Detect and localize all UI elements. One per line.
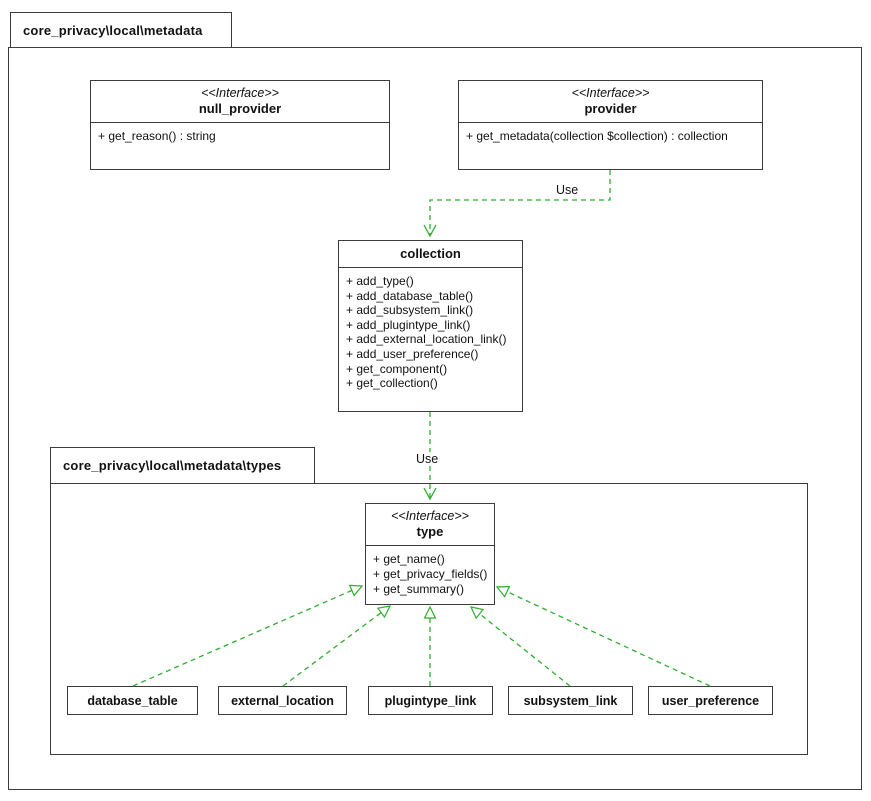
use-label-collection-type: Use (414, 452, 441, 466)
stereotype-label: <<Interface>> (201, 86, 279, 100)
class-box-user-preference: user_preference (648, 686, 773, 715)
class-name: subsystem_link (523, 693, 618, 708)
method-list-type: + get_name() + get_privacy_fields() + ge… (366, 546, 494, 603)
class-name: database_table (87, 693, 178, 708)
class-box-provider: <<Interface>> provider + get_metadata(co… (458, 80, 763, 170)
method-item: + get_name() (373, 552, 445, 566)
class-name: null_provider (198, 101, 282, 116)
method-item: + get_privacy_fields() (373, 567, 488, 581)
package-body-metadata (8, 47, 862, 790)
class-name: provider (584, 101, 637, 116)
method-list-null-provider: + get_reason() : string (91, 123, 389, 150)
method-item: + get_metadata(collection $collection) :… (466, 129, 728, 143)
class-box-external-location: external_location (218, 686, 347, 715)
class-box-database-table: database_table (67, 686, 198, 715)
method-item: + add_user_preference() (346, 346, 479, 361)
method-item: + add_external_location_link() (346, 332, 507, 347)
method-item: + add_type() (346, 274, 414, 288)
method-item: + get_reason() : string (98, 129, 216, 143)
class-name: collection (400, 246, 461, 261)
stereotype-label: <<Interface>> (391, 509, 469, 523)
class-box-plugintype-link: plugintype_link (368, 686, 493, 715)
package-label-metadata: core_privacy\local\metadata (23, 22, 203, 38)
method-item: + add_plugintype_link() (346, 317, 471, 332)
class-name: plugintype_link (384, 693, 477, 708)
use-label-provider-collection: Use (554, 183, 581, 197)
class-name: external_location (231, 693, 334, 708)
method-item: + add_subsystem_link() (346, 303, 474, 318)
method-item: + get_component() (346, 361, 448, 376)
class-name: user_preference (661, 693, 760, 708)
class-header-null-provider: <<Interface>> null_provider (91, 81, 389, 123)
class-header-collection: collection (339, 241, 522, 268)
method-list-provider: + get_metadata(collection $collection) :… (459, 123, 762, 150)
class-box-subsystem-link: subsystem_link (508, 686, 633, 715)
class-header-type: <<Interface>> type (366, 504, 494, 546)
method-list-collection: + add_type() + add_database_table() + ad… (339, 268, 522, 397)
package-tab-metadata: core_privacy\local\metadata (10, 12, 232, 47)
method-item: + get_collection() (346, 376, 438, 391)
package-body-types (50, 483, 808, 755)
method-item: + add_database_table() (346, 288, 474, 303)
package-tab-types: core_privacy\local\metadata\types (50, 447, 315, 483)
package-label-types: core_privacy\local\metadata\types (63, 458, 282, 473)
class-box-null-provider: <<Interface>> null_provider + get_reason… (90, 80, 390, 170)
method-item: + get_summary() (373, 582, 465, 596)
class-box-collection: collection + add_type() + add_database_t… (338, 240, 523, 412)
class-header-provider: <<Interface>> provider (459, 81, 762, 123)
class-box-type: <<Interface>> type + get_name() + get_pr… (365, 503, 495, 605)
class-name: type (416, 524, 444, 539)
stereotype-label: <<Interface>> (571, 86, 650, 100)
